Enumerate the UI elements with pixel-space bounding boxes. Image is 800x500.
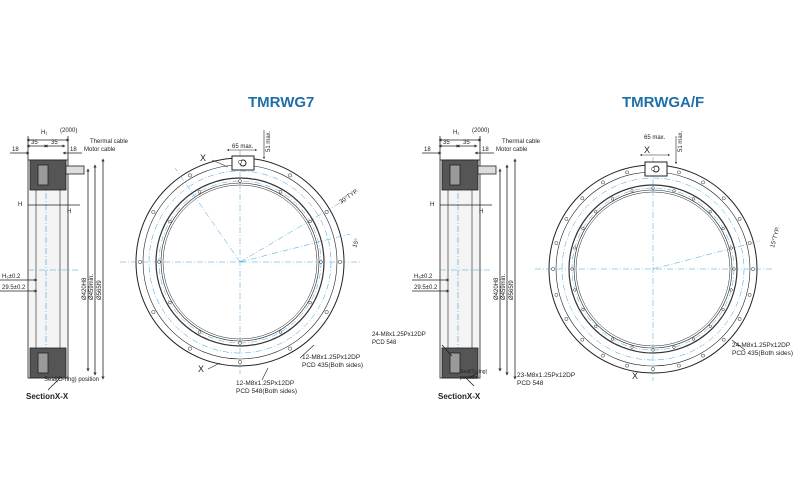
model-title-left: TMRWG7 (248, 94, 314, 111)
dim-h6-right: H₆±0.2 (414, 274, 433, 280)
section-mark-x-top-left: X (200, 153, 206, 163)
angle-30-typ-left: 30°TYP. (339, 188, 360, 206)
dim-65max-right: 65 max. (644, 135, 666, 141)
callout-24m8-section-right: 24-M8x1.25Px12DP (372, 332, 426, 338)
section-view-left (0, 136, 105, 391)
label-thermal-cable-right: Thermal cable (502, 139, 541, 145)
dim-35a-left: 35 (31, 140, 38, 146)
dim-h2-left: H (67, 209, 71, 215)
label-seal-right: Seal(O-ring) (460, 369, 488, 375)
dim-29-5-right: 29.5±0.2 (414, 285, 438, 291)
callout-24m8-pcd435-right: 24-M8x1.25Px12DP (732, 342, 790, 349)
bolt-holes-left (138, 160, 342, 364)
dim-51max-left: 51 max. (266, 130, 272, 152)
left-drawing: TMRWG7 (0, 94, 363, 401)
callout-pcd435-right: PCD 435(Both sides) (732, 350, 793, 357)
section-mark-x-bottom-right: X (632, 371, 638, 381)
dim-18b-right: 18 (482, 147, 489, 153)
dim-18b-left: 18 (70, 147, 77, 153)
section-mark-x-bottom-left: X (198, 364, 204, 374)
bolt-holes-right (551, 167, 755, 371)
section-mark-x-top-right: X (644, 145, 650, 155)
callout-pcd435-left: PCD 435(Both sides) (302, 362, 363, 369)
dim-dia420-right: Ø420H8 (494, 277, 500, 300)
dim-2000-right: (2000) (472, 128, 489, 134)
angle-15-typ-right: 15°TYP. (770, 226, 781, 249)
label-seal-position-right: position (460, 375, 477, 381)
section-label-right: SectionX-X (438, 392, 481, 401)
dim-35b-left: 35 (51, 140, 58, 146)
dim-29-5-left: 29.5±0.2 (2, 285, 26, 291)
section-view-right (412, 136, 517, 387)
dim-h-left: H (18, 202, 22, 208)
label-seal-left: Seal(O-ring) position (44, 377, 99, 383)
dim-51max-right: 51 max. (678, 130, 684, 152)
dim-65max-left: 65 max. (232, 144, 254, 150)
section-label-left: SectionX-X (26, 392, 69, 401)
callout-23m8-pcd548-right: PCD 548 (517, 380, 544, 387)
label-motor-cable-right: Motor cable (496, 147, 528, 153)
callout-23m8-right: 23-M8x1.25Px12DP (517, 372, 575, 379)
dim-h6-left: H₆±0.2 (2, 274, 21, 280)
dim-dia565-right: Ø565f9 (509, 280, 515, 300)
right-drawing: TMRWGA/F (372, 94, 793, 401)
callout-pcd548-left: PCD 548(Both sides) (236, 388, 297, 395)
model-title-right: TMRWGA/F (622, 94, 704, 111)
dim-h1-left: H₁ (41, 130, 47, 136)
callout-12m8-pcd435-left: 12-M8x1.25Px12DP (302, 354, 360, 361)
dim-dia459-left: Ø459min. (89, 274, 95, 300)
dim-35b-right: 35 (463, 140, 470, 146)
dim-2000-left: (2000) (60, 128, 77, 134)
dim-h-right: H (430, 202, 434, 208)
dim-h1-right: H₁ (453, 130, 459, 136)
dim-18a-right: 18 (424, 147, 431, 153)
label-thermal-cable-left: Thermal cable (90, 139, 129, 145)
callout-pcd548-section-right: PCD 548 (372, 340, 397, 346)
dim-dia565-left: Ø565f9 (97, 280, 103, 300)
label-motor-cable-left: Motor cable (84, 147, 116, 153)
dim-18a-left: 18 (12, 147, 19, 153)
dim-h2-right: H (479, 209, 483, 215)
dim-35a-right: 35 (443, 140, 450, 146)
angle-15-left: 15° (352, 238, 361, 249)
dim-dia420-left: Ø420H8 (82, 277, 88, 300)
dim-dia459-right: Ø459min. (501, 274, 507, 300)
callout-12m8-pcd548-left: 12-M8x1.25Px12DP (236, 380, 294, 387)
